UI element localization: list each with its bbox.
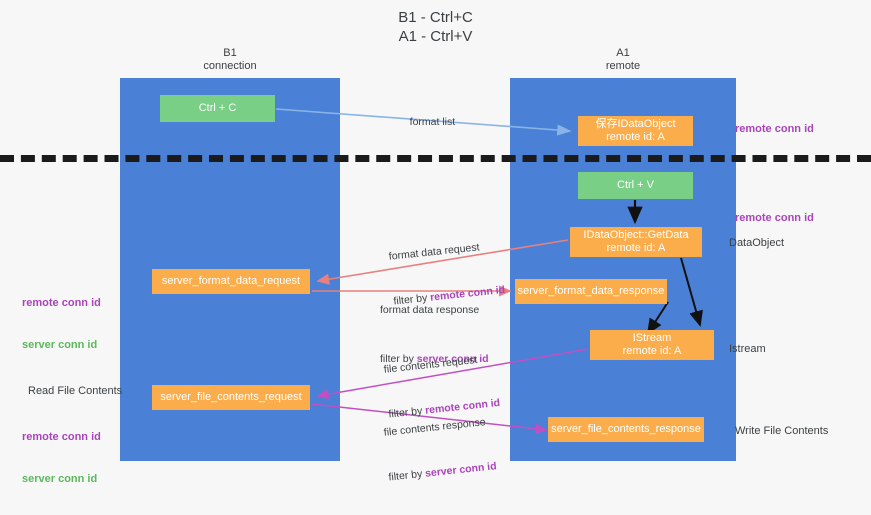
node-server-file-contents-request[interactable]: server_file_contents_request bbox=[152, 385, 310, 410]
filter-prefix: filter by bbox=[387, 467, 426, 484]
flow-label-format-data-response-title: format data response bbox=[380, 304, 480, 316]
filter-key-server-conn-id: server conn id bbox=[416, 353, 489, 365]
section-divider bbox=[0, 155, 871, 162]
flow-label-format-list-text: format list bbox=[409, 116, 456, 128]
node-idataobject-getdata[interactable]: IDataObject::GetData remote id: A bbox=[570, 227, 702, 257]
flow-label-format-data-response: format data response filter by server co… bbox=[380, 273, 489, 397]
diagram-title: B1 - Ctrl+C A1 - Ctrl+V bbox=[398, 9, 473, 45]
node-ctrl-v[interactable]: Ctrl + V bbox=[578, 172, 693, 199]
lane-header-b1: B1 connection bbox=[203, 47, 257, 72]
filter-key-server-conn-id: server conn id bbox=[424, 460, 498, 480]
node-istream[interactable]: IStream remote id: A bbox=[590, 330, 714, 360]
annotation-istream: Istream bbox=[729, 343, 766, 355]
node-ctrl-c[interactable]: Ctrl + C bbox=[160, 95, 275, 122]
flow-label-file-contents-response: file contents response filter by server … bbox=[380, 385, 500, 515]
flow-label-format-list: format list bbox=[398, 100, 456, 145]
annotation-left-conn-ids-top: remote conn id server conn id bbox=[22, 268, 101, 380]
node-idataobject[interactable]: 保存IDataObject remote id: A bbox=[578, 116, 693, 146]
annotation-remote-conn-id-top: remote conn id bbox=[735, 123, 814, 135]
annotation-write-file-contents: Write File Contents bbox=[735, 425, 829, 437]
annotation-remote-conn-id: remote conn id bbox=[22, 431, 101, 443]
annotation-remote-conn-id: remote conn id bbox=[22, 297, 101, 309]
annotation-remote-conn-id-mid: remote conn id bbox=[735, 212, 814, 224]
flow-label-format-data-request-title: format data request bbox=[388, 241, 481, 263]
annotation-read-file-contents: Read File Contents bbox=[28, 385, 123, 397]
flow-label-file-contents-request-title: file contents request bbox=[383, 354, 478, 376]
diagram-canvas: B1 - Ctrl+C A1 - Ctrl+V B1 connection A1… bbox=[0, 9, 871, 485]
node-server-format-data-response[interactable]: server_format_data_response bbox=[515, 279, 667, 304]
annotation-dataobject: DataObject bbox=[729, 237, 785, 249]
node-server-file-contents-response[interactable]: server_file_contents_response bbox=[548, 417, 704, 442]
annotation-server-conn-id: server conn id bbox=[22, 339, 98, 351]
flow-label-file-contents-response-title: file contents response bbox=[383, 416, 487, 439]
flow-label-format-data-response-filter: filter by server conn id bbox=[380, 352, 489, 367]
annotation-server-conn-id: server conn id bbox=[22, 473, 98, 485]
lane-header-a1: A1 remote bbox=[605, 47, 641, 72]
annotation-left-conn-ids-bottom: remote conn id server conn id bbox=[22, 402, 101, 514]
filter-prefix: filter by bbox=[380, 353, 417, 365]
flow-label-file-contents-response-filter: filter by server conn id bbox=[388, 459, 498, 485]
node-server-format-data-request[interactable]: server_format_data_request bbox=[152, 269, 310, 294]
